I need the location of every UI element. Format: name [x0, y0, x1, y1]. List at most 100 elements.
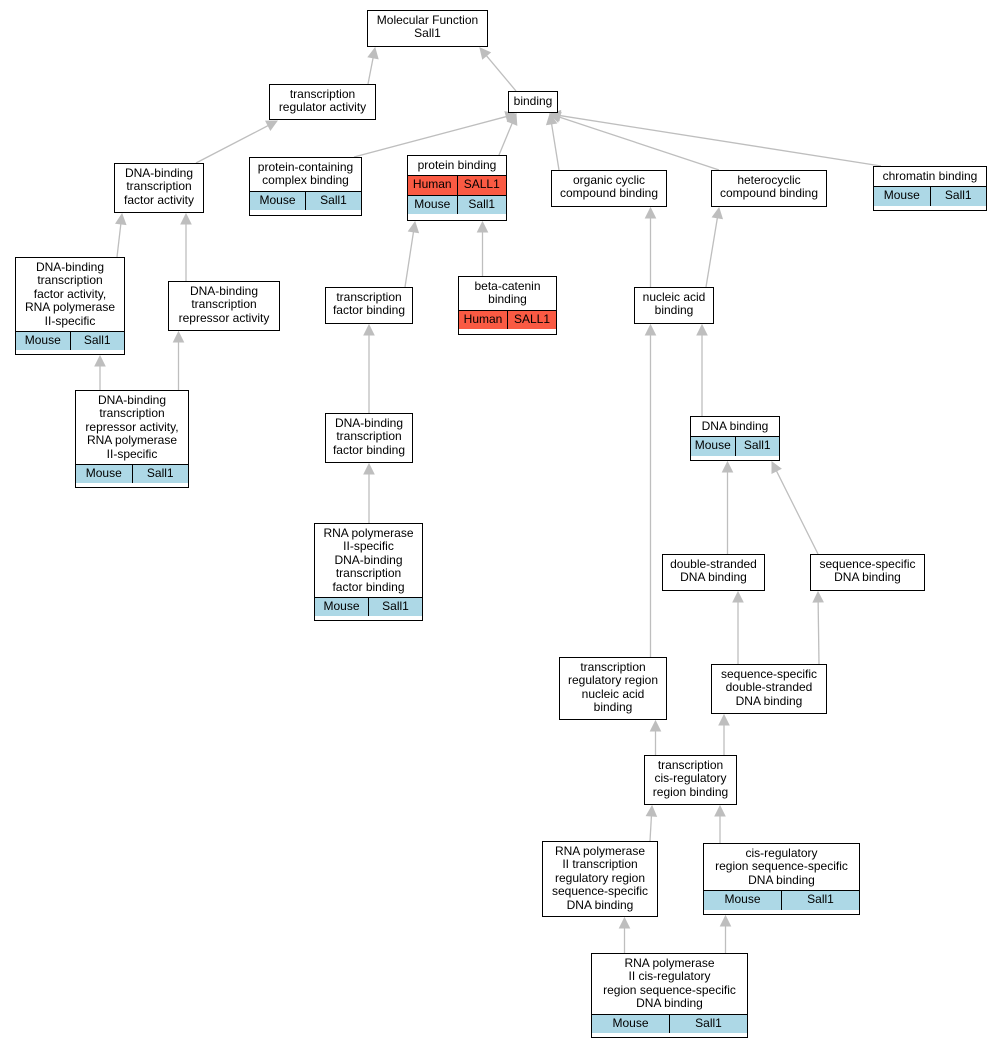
edge-arrowhead: [812, 590, 824, 603]
edge-arrowhead: [644, 206, 657, 219]
node-label: DNA-binding transcription factor activit…: [123, 166, 195, 207]
annotation-row: Mouse Sall1: [250, 190, 361, 211]
species-cell: Human: [463, 311, 503, 326]
node-rnap2-tf-binding[interactable]: RNA polymerase II-specific DNA-binding t…: [314, 523, 423, 621]
node-label: transcription regulator activity: [278, 87, 367, 115]
annotation-row: Mouse Sall1: [16, 331, 125, 351]
species-cell: Mouse: [259, 192, 296, 207]
edge-arrowhead: [94, 354, 106, 367]
node-label: transcription factor binding: [332, 290, 406, 318]
node-label: sequence-specific double-stranded DNA bi…: [720, 667, 818, 708]
node-label: transcription cis-regulatory region bind…: [652, 758, 729, 799]
edge-arrowhead: [363, 462, 375, 475]
gene-cell: Sall1: [305, 191, 361, 211]
edge-arrowhead: [115, 212, 127, 226]
edge-arrowhead: [367, 46, 379, 60]
node-label: cis-regulatory region sequence-specific …: [715, 846, 848, 887]
species-cell: Human: [412, 177, 452, 192]
node-rnap2-transcription-regulatory-region[interactable]: RNA polymerase II transcription regulato…: [542, 841, 658, 917]
species-cell: Mouse: [24, 333, 61, 348]
node-dna-binding-repressor-activity[interactable]: DNA-binding transcription repressor acti…: [168, 281, 280, 331]
species-cell: Mouse: [414, 196, 451, 211]
node-binding[interactable]: binding: [508, 91, 558, 113]
node-cis-regulatory-region-sequence-specific[interactable]: cis-regulatory region sequence-specific …: [703, 843, 860, 915]
annotation-row: Human SALL1: [408, 175, 507, 195]
edge-line: [559, 116, 720, 171]
node-rnap2-cis-regulatory-region[interactable]: RNA polymerase II cis-regulatory region …: [591, 953, 748, 1038]
edge-arrowhead: [719, 914, 732, 927]
gene-cell: SALL1: [456, 176, 507, 195]
species-cell: Mouse: [85, 466, 122, 481]
annotation-row: Mouse Sall1: [315, 597, 422, 617]
node-nucleic-acid-binding[interactable]: nucleic acid binding: [634, 287, 714, 324]
edge-arrowhead: [711, 206, 724, 220]
node-label: double-stranded DNA binding: [670, 557, 757, 585]
node-protein-containing-complex-binding[interactable]: protein-containing complex binding Mouse…: [249, 157, 362, 216]
node-label: RNA polymerase II-specific DNA-binding t…: [323, 526, 414, 594]
node-dna-binding-tf-binding[interactable]: DNA-binding transcription factor binding: [325, 413, 413, 463]
edge-arrowhead: [618, 916, 631, 929]
edge-line: [559, 114, 882, 167]
edge-line: [550, 123, 560, 171]
species-cell: Mouse: [694, 438, 731, 453]
gene-cell: Sall1: [734, 437, 780, 456]
node-dna-binding-tf-activity-rnap2[interactable]: DNA-binding transcription factor activit…: [15, 257, 125, 355]
node-label: nucleic acid binding: [642, 290, 706, 318]
edge-line: [353, 115, 507, 158]
edge-arrowhead: [479, 47, 492, 60]
edge-line: [775, 470, 819, 555]
node-sequence-specific-dna-binding[interactable]: sequence-specific DNA binding: [810, 554, 925, 591]
edge-arrowhead: [714, 804, 726, 817]
edge-arrowhead: [506, 112, 518, 126]
edge-line: [498, 122, 513, 156]
gene-cell: Sall1: [368, 598, 422, 617]
node-transcription-regulatory-region-nucleic-acid-binding[interactable]: transcription regulatory region nucleic …: [559, 657, 667, 720]
node-organic-cyclic-compound-binding[interactable]: organic cyclic compound binding: [551, 170, 667, 207]
node-transcription-regulator-activity[interactable]: transcription regulator activity: [269, 84, 376, 120]
node-label: DNA-binding transcription repressor acti…: [85, 393, 179, 461]
species-cell: Mouse: [323, 599, 360, 614]
node-label: DNA-binding transcription factor activit…: [24, 260, 116, 328]
edge-arrowhead: [545, 112, 558, 126]
node-dna-binding-tf-activity[interactable]: DNA-binding transcription factor activit…: [114, 163, 204, 213]
species-cell: Mouse: [612, 1015, 649, 1030]
node-label: DNA-binding transcription repressor acti…: [178, 284, 270, 325]
node-label: DNA-binding transcription factor binding: [332, 416, 406, 457]
node-sequence-specific-ds-dna-binding[interactable]: sequence-specific double-stranded DNA bi…: [711, 664, 827, 714]
edge-arrowhead: [476, 220, 489, 233]
node-dna-binding-repressor-activity-rnap2[interactable]: DNA-binding transcription repressor acti…: [75, 390, 189, 488]
annotation-row: Mouse Sall1: [704, 890, 859, 910]
edge-line: [705, 217, 719, 288]
node-molecular-function[interactable]: Molecular Function Sall1: [367, 10, 488, 47]
edge-arrowhead: [721, 460, 734, 473]
node-transcription-factor-binding[interactable]: transcription factor binding: [325, 287, 413, 324]
gene-cell: Sall1: [929, 187, 987, 206]
edge-arrowhead: [696, 323, 708, 336]
annotation-row: Mouse Sall1: [408, 194, 507, 215]
node-label: RNA polymerase II transcription regulato…: [551, 844, 649, 912]
node-label: Molecular Function Sall1: [376, 13, 479, 41]
node-label: sequence-specific DNA binding: [819, 557, 916, 585]
gene-cell: SALL1: [507, 310, 556, 330]
gene-cell: Sall1: [456, 195, 507, 215]
edge-arrowhead: [644, 323, 657, 336]
node-double-stranded-dna-binding[interactable]: double-stranded DNA binding: [662, 554, 765, 591]
node-heterocyclic-compound-binding[interactable]: heterocyclic compound binding: [711, 170, 827, 207]
node-transcription-cis-regulatory-region-binding[interactable]: transcription cis-regulatory region bind…: [644, 755, 737, 805]
node-label: protein-containing complex binding: [257, 160, 354, 188]
species-cell: Mouse: [724, 892, 761, 907]
edge-line: [367, 57, 374, 85]
edge-arrowhead: [180, 212, 192, 225]
edge-arrowhead: [732, 590, 744, 603]
gene-cell: Sall1: [781, 891, 859, 910]
node-label: RNA polymerase II cis-regulatory region …: [603, 956, 736, 1011]
node-label: DNA binding: [701, 419, 769, 433]
gene-cell: Sall1: [69, 332, 125, 351]
